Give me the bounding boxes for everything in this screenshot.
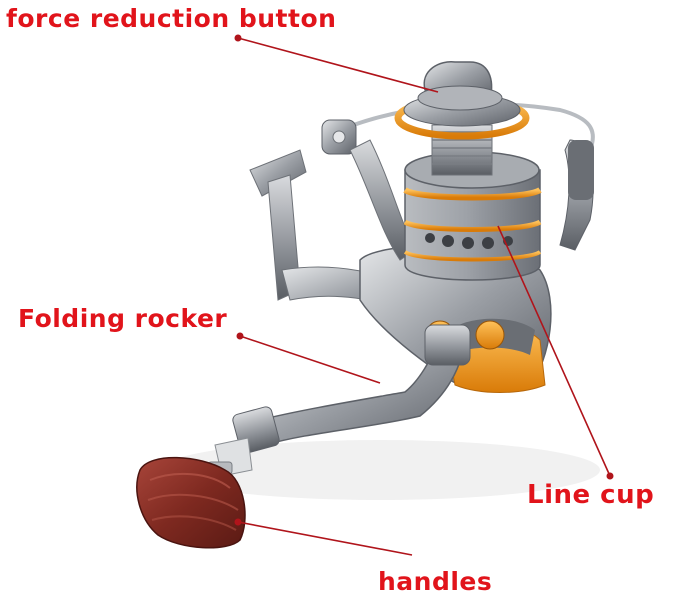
callout-dots [234,34,614,526]
callout-dot-handles [234,518,242,526]
drag-knob [417,61,503,111]
callout-folding-rocker [239,335,381,384]
label-line-cup: Line cup [527,480,655,510]
bail-arm [321,102,595,261]
callout-handles [237,521,413,556]
ground-shadow [160,440,600,500]
label-force-reduction-button: force reduction button [6,4,337,33]
wooden-handle-knob [136,456,246,549]
label-folding-rocker: Folding rocker [18,304,228,333]
spool-holes [425,233,513,249]
callout-dot-force-reduction [234,34,242,42]
label-handles: handles [378,567,493,596]
callout-dot-line-cup [606,472,614,480]
callout-line-cup [497,225,611,477]
callout-dot-folding-rocker [236,332,244,340]
callout-force-reduction [237,37,439,93]
line-cup-spool [394,93,542,281]
callout-lines [237,37,611,556]
